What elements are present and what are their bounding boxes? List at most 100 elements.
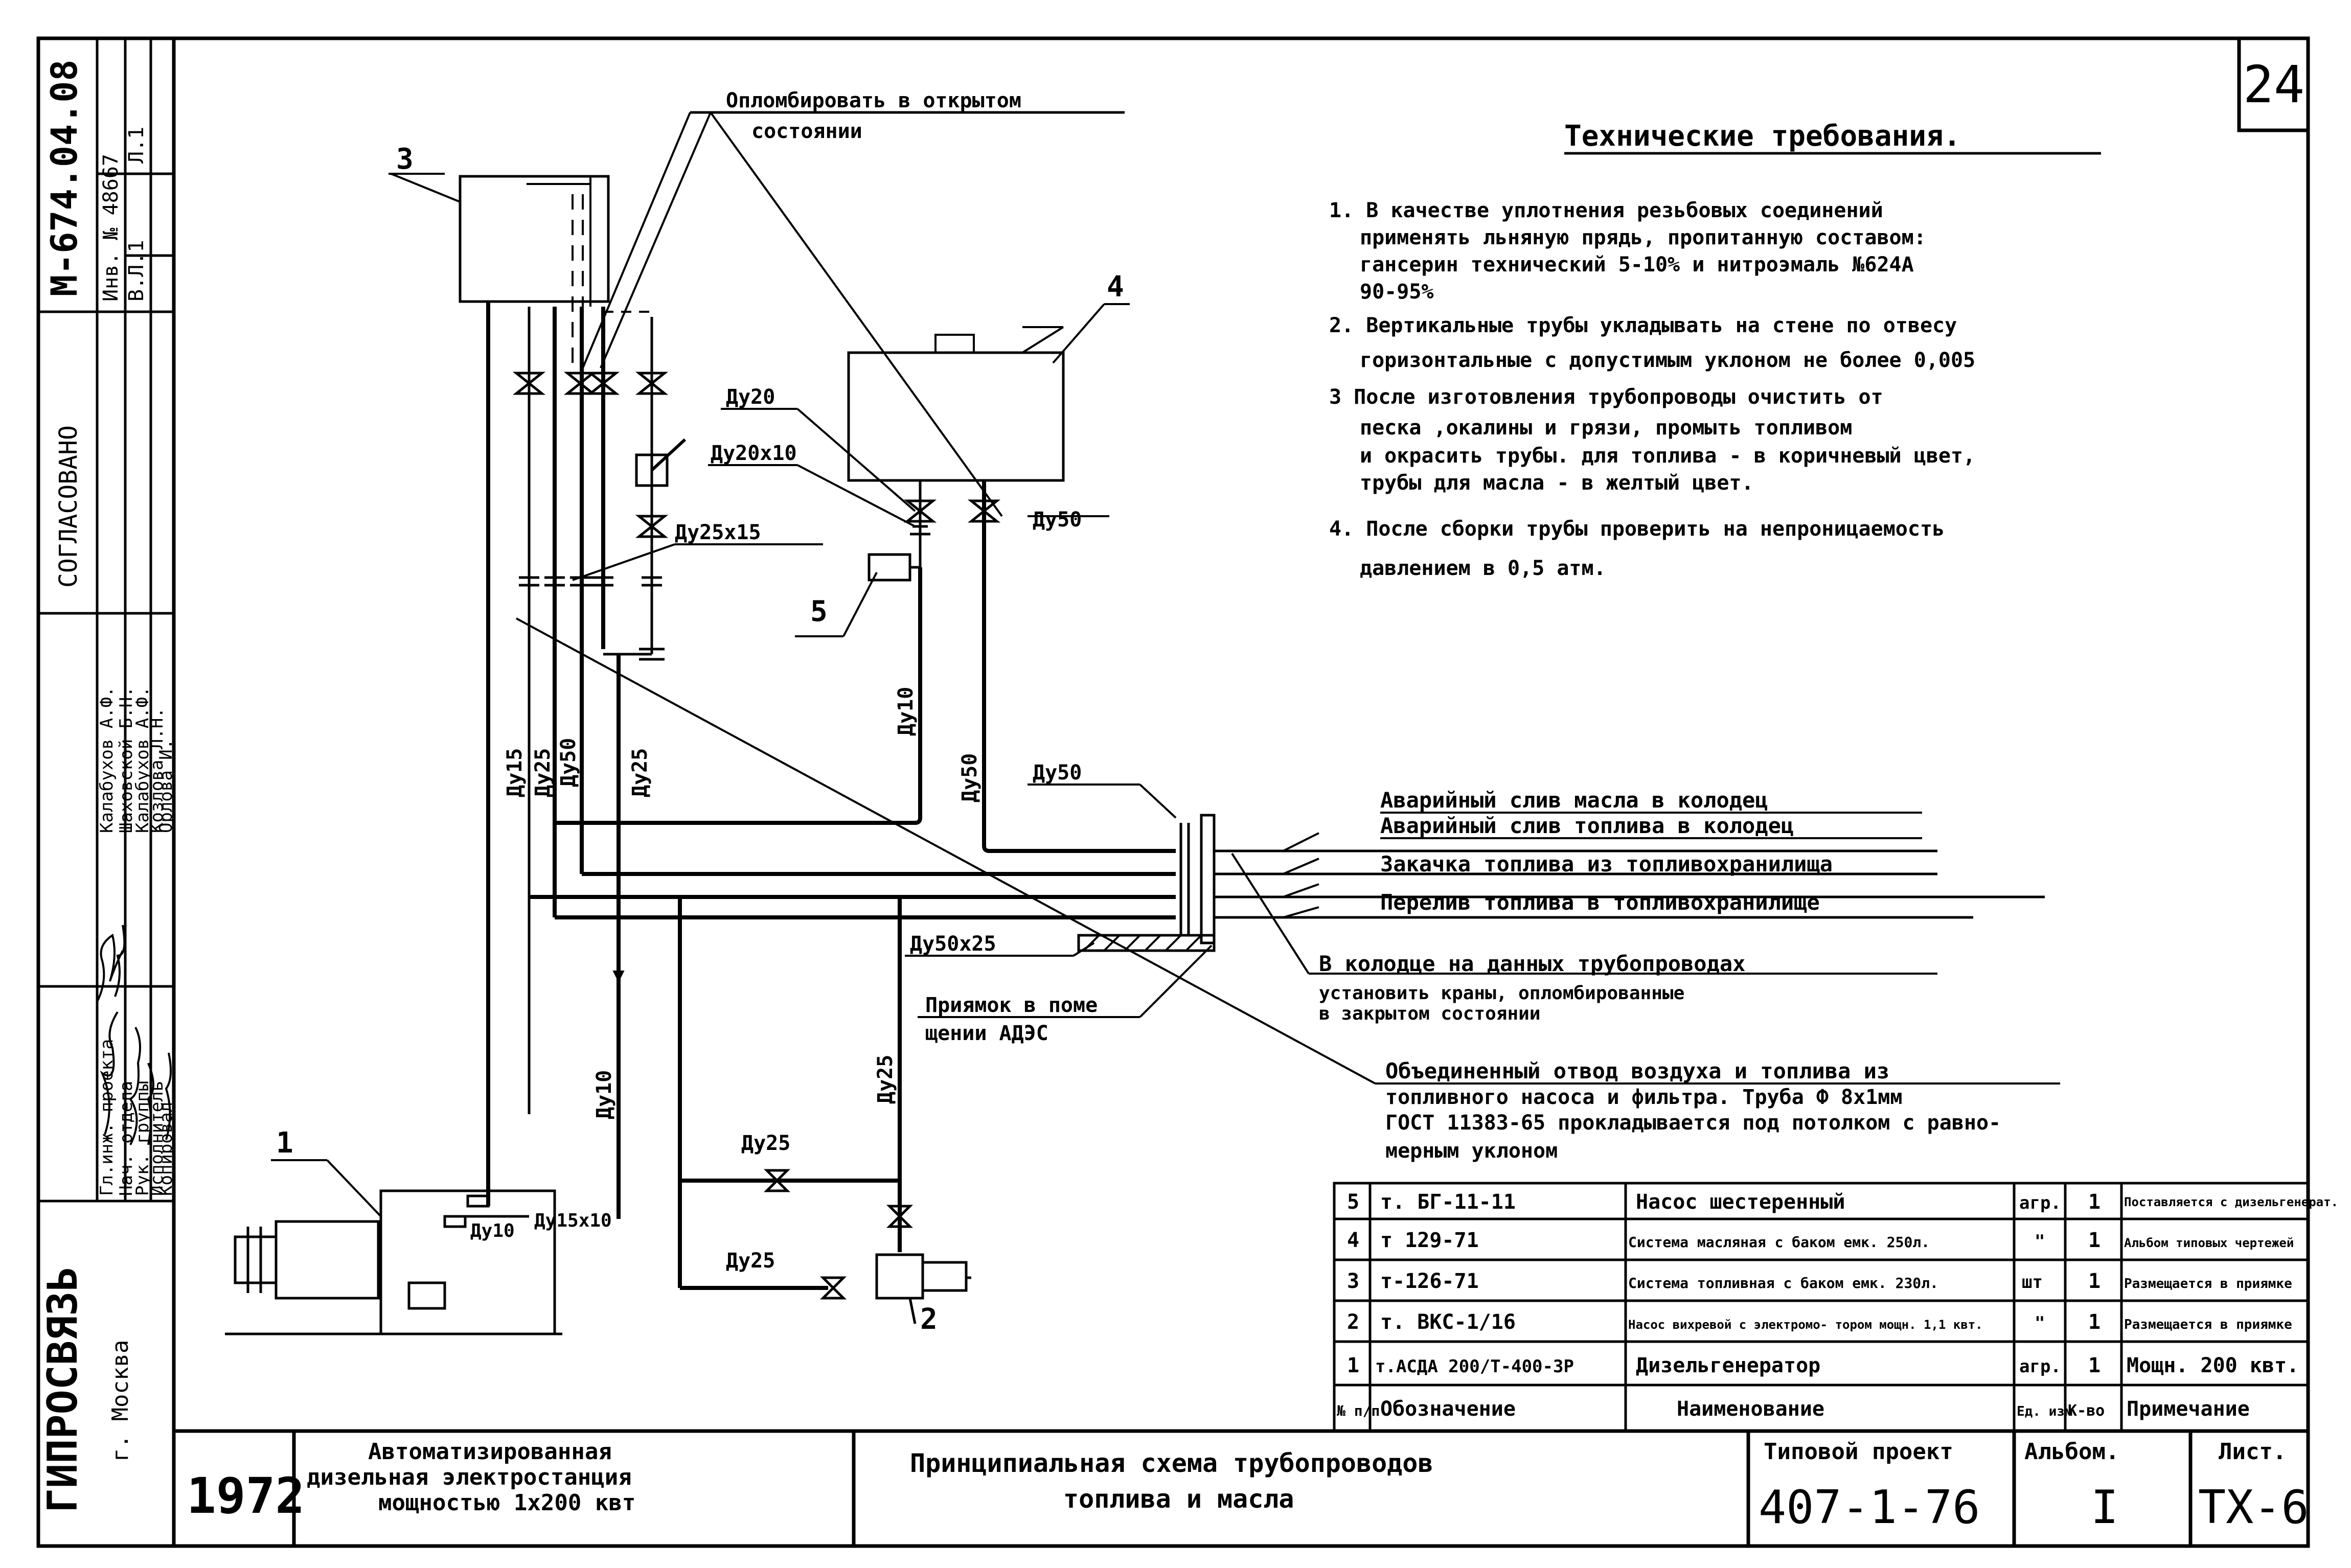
schematic <box>225 111 2060 1335</box>
drawing-title-2: топлива и масла <box>1063 1484 1294 1514</box>
tank-4 <box>847 351 1065 482</box>
vent-4: мерным уклоном <box>1385 1139 1558 1163</box>
label-du25-c: Ду25 <box>874 1055 897 1104</box>
r3-qty: 1 <box>2088 1270 2101 1293</box>
sidebar-text: М-674.04.08 Инв. № 48667 В.Л.1 Л.1 СОГЛА… <box>39 59 176 1513</box>
r4-note: Альбом типовых чертежей <box>2124 1236 2294 1250</box>
label-du25x15: Ду25х15 <box>675 521 761 544</box>
r3-name: Система топливная с баком емк. 230л. <box>1628 1275 1938 1292</box>
tank-3 <box>459 175 610 303</box>
tech-req-4b: давлением в 0,5 атм. <box>1360 557 1606 580</box>
well-2: установить краны, опломбированные <box>1319 983 1684 1004</box>
sheet-code: ТХ-6 <box>2198 1481 2309 1534</box>
project-name-1: Автоматизированная <box>368 1439 612 1465</box>
label-du15x10: Ду15х10 <box>534 1210 612 1231</box>
r3-unit: шт <box>2022 1272 2043 1293</box>
album-number: I <box>2091 1481 2118 1534</box>
label-du25-d: Ду25 <box>741 1132 790 1155</box>
sidebar-lines <box>38 38 174 1203</box>
tech-req-1a: 1. В качестве уплотнения резьбовых соеди… <box>1329 199 1883 222</box>
name-2: Шаховской Б.Н. <box>116 686 136 833</box>
parts-table <box>1333 1182 2310 1433</box>
well-1: В колодце на данных трубопроводах <box>1319 951 1745 976</box>
tech-req-2b: горизонтальные с допустимым уклоном не б… <box>1360 349 1975 372</box>
pos-3: 3 <box>396 143 414 176</box>
r5-note: Поставляется с дизельгенерат. <box>2124 1195 2338 1209</box>
r2-qty: 1 <box>2088 1310 2101 1334</box>
th-name: Наименование <box>1677 1397 1824 1421</box>
r1-des: т.АСДА 200/Т-400-3Р <box>1375 1356 1574 1377</box>
th-designation: Обозначение <box>1380 1397 1516 1421</box>
label-du10-c: Ду10 <box>470 1220 515 1241</box>
label-du50-b: Ду50 <box>557 738 580 787</box>
doc-code: М-674.04.08 <box>43 59 85 296</box>
r1-qty: 1 <box>2088 1354 2101 1377</box>
r1-name: Дизельгенератор <box>1636 1354 1820 1377</box>
vl-mark: В.Л.1 <box>125 240 148 302</box>
label-du10-b: Ду10 <box>592 1070 616 1119</box>
r1-unit: агр. <box>2019 1356 2061 1377</box>
tech-req-3d: трубы для масла - в желтый цвет. <box>1360 471 1754 495</box>
project-name-3: мощностью 1х200 квт <box>378 1490 635 1516</box>
r5-qty: 1 <box>2088 1190 2101 1214</box>
r3-note: Размещается в приямке <box>2124 1276 2292 1292</box>
r4-unit: " <box>2035 1231 2045 1252</box>
r5-unit: агр. <box>2019 1193 2061 1213</box>
vent-3: ГОСТ 11383-65 прокладывается под потолко… <box>1385 1111 2001 1135</box>
pump-2 <box>875 1253 924 1300</box>
label-du50-right: Ду50 <box>1033 761 1082 785</box>
valves-row <box>512 372 669 395</box>
sheet-label: Лист. <box>2219 1439 2286 1465</box>
label-du20: Ду20 <box>726 385 775 409</box>
r2-des: т. ВКС-1/16 <box>1380 1310 1516 1334</box>
r3-num: 3 <box>1347 1270 1359 1293</box>
label-du50x25: Ду50х25 <box>910 932 996 956</box>
pos-4: 4 <box>1107 270 1124 304</box>
tech-req-1b: применять льняную прядь, пропитанную сос… <box>1360 226 1926 249</box>
r4-qty: 1 <box>2088 1229 2101 1252</box>
title-block-text: 1972 Автоматизированная дизельная электр… <box>187 1439 2309 1534</box>
th-note: Примечание <box>2127 1397 2250 1421</box>
line-label-2: Аварийный слив топлива в колодец <box>1380 813 1794 838</box>
th-unit: Ед. изм <box>2017 1404 2073 1419</box>
r4-num: 4 <box>1347 1229 1359 1252</box>
name-1: Калабухов А.Ф. <box>97 686 117 833</box>
type-project-number: 407-1-76 <box>1759 1481 1980 1534</box>
type-project-label: Типовой проект <box>1764 1439 1953 1465</box>
tech-req-3a: 3 После изготовления трубопроводы очисти… <box>1329 385 1883 409</box>
r1-num: 1 <box>1347 1354 1359 1377</box>
l-mark: Л.1 <box>125 127 148 164</box>
vent-1: Объединенный отвод воздуха и топлива из <box>1385 1058 1889 1083</box>
org-name: ГИПРОСВЯЗЬ <box>39 1266 86 1513</box>
tech-req-3b: песка ,окалины и грязи, промыть топливом <box>1360 416 1852 440</box>
diesel-generator <box>225 1189 562 1335</box>
pos-1: 1 <box>276 1126 293 1160</box>
schematic-labels: Опломбировать в открытом состоянии Ду20 … <box>276 89 2001 1336</box>
agreed-label: СОГЛАСОВАНО <box>54 425 83 588</box>
r5-des: т. БГ-11-11 <box>1380 1190 1516 1214</box>
label-du15: Ду15 <box>503 748 527 797</box>
parts-table-text: № п/п Обозначение Наименование Ед. изм К… <box>1337 1190 2338 1421</box>
pit-label-2: щении АДЭС <box>925 1022 1048 1045</box>
pos-2: 2 <box>920 1303 938 1336</box>
label-du25-b: Ду25 <box>628 748 652 797</box>
name-5: Орлова И. <box>156 739 176 833</box>
r3-des: т-126-71 <box>1380 1270 1479 1293</box>
tech-req-1d: 90-95% <box>1360 280 1434 304</box>
label-du50-c: Ду50 <box>958 753 982 802</box>
inv-number: Инв. № 48667 <box>99 154 123 302</box>
th-qty: К-во <box>2068 1402 2105 1420</box>
th-num: № п/п <box>1337 1402 1380 1419</box>
well-3: в закрытом состоянии <box>1319 1003 1540 1024</box>
tech-req-1c: гансерин технический 5-10% и нитроэмаль … <box>1360 253 1914 276</box>
signatures <box>96 925 172 1145</box>
r4-name: Система масляная с баком емк. 250л. <box>1628 1234 1930 1251</box>
seal-open-2: состоянии <box>751 120 862 143</box>
tech-req-3c: и окрасить трубы. для топлива - в коричн… <box>1360 444 1975 468</box>
tech-req-title: Технические требования. <box>1564 120 1960 153</box>
r2-note: Размещается в приямке <box>2124 1317 2292 1332</box>
r2-num: 2 <box>1347 1310 1359 1334</box>
label-du20x10: Ду20х10 <box>711 442 797 465</box>
pit-label-1: Приямок в поме <box>925 994 1098 1017</box>
r4-des: т 129-71 <box>1380 1229 1479 1252</box>
